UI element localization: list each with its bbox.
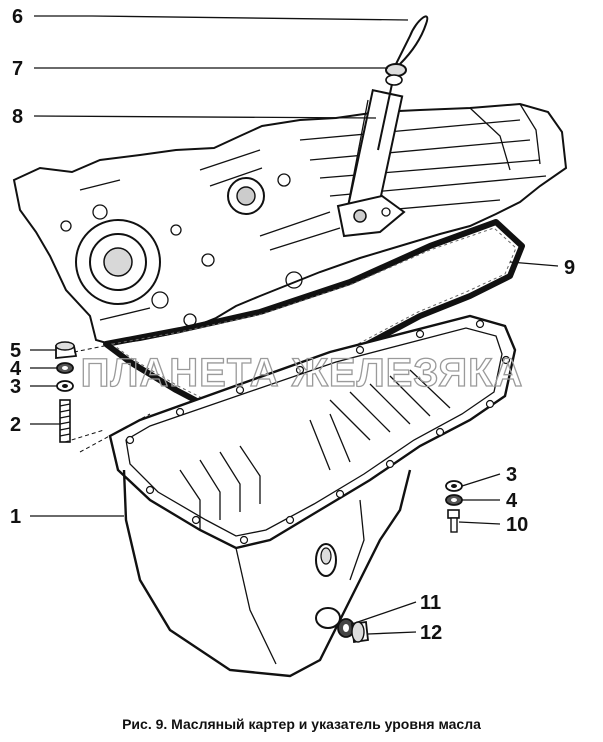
spring-washer-4-right [445, 494, 463, 506]
callout-2: 2 [10, 414, 21, 436]
nut-5 [55, 341, 78, 359]
callout-5: 5 [10, 340, 21, 362]
callout-10: 10 [506, 514, 528, 536]
callout-8: 8 [12, 106, 23, 128]
callout-7: 7 [12, 58, 23, 80]
dipstick-assembly [336, 15, 429, 238]
spring-washer-4-left [56, 362, 74, 374]
oil-pan [108, 314, 517, 678]
drain-gasket-11 [337, 618, 355, 638]
bolt-10 [447, 509, 460, 533]
leader-lines [30, 15, 559, 635]
watermark-text: ПЛАНЕТА ЖЕЛЕЗЯКА [81, 351, 524, 395]
callout-1: 1 [10, 506, 21, 528]
callout-11: 11 [420, 592, 441, 614]
washer-3-right [445, 480, 463, 492]
callout-9: 9 [564, 257, 575, 279]
drain-plug-12 [351, 620, 369, 644]
callout-12: 12 [420, 622, 442, 644]
washer-3-left [56, 380, 74, 392]
stud-2 [59, 399, 71, 443]
figure-caption: Рис. 9. Масляный картер и указатель уров… [122, 716, 481, 732]
callout-3-left: 3 [10, 376, 21, 398]
engine-block [12, 102, 568, 346]
callout-4-right: 4 [506, 490, 518, 512]
callout-4-left: 4 [10, 358, 22, 380]
callout-6: 6 [12, 6, 23, 28]
callout-3-right: 3 [506, 464, 517, 486]
